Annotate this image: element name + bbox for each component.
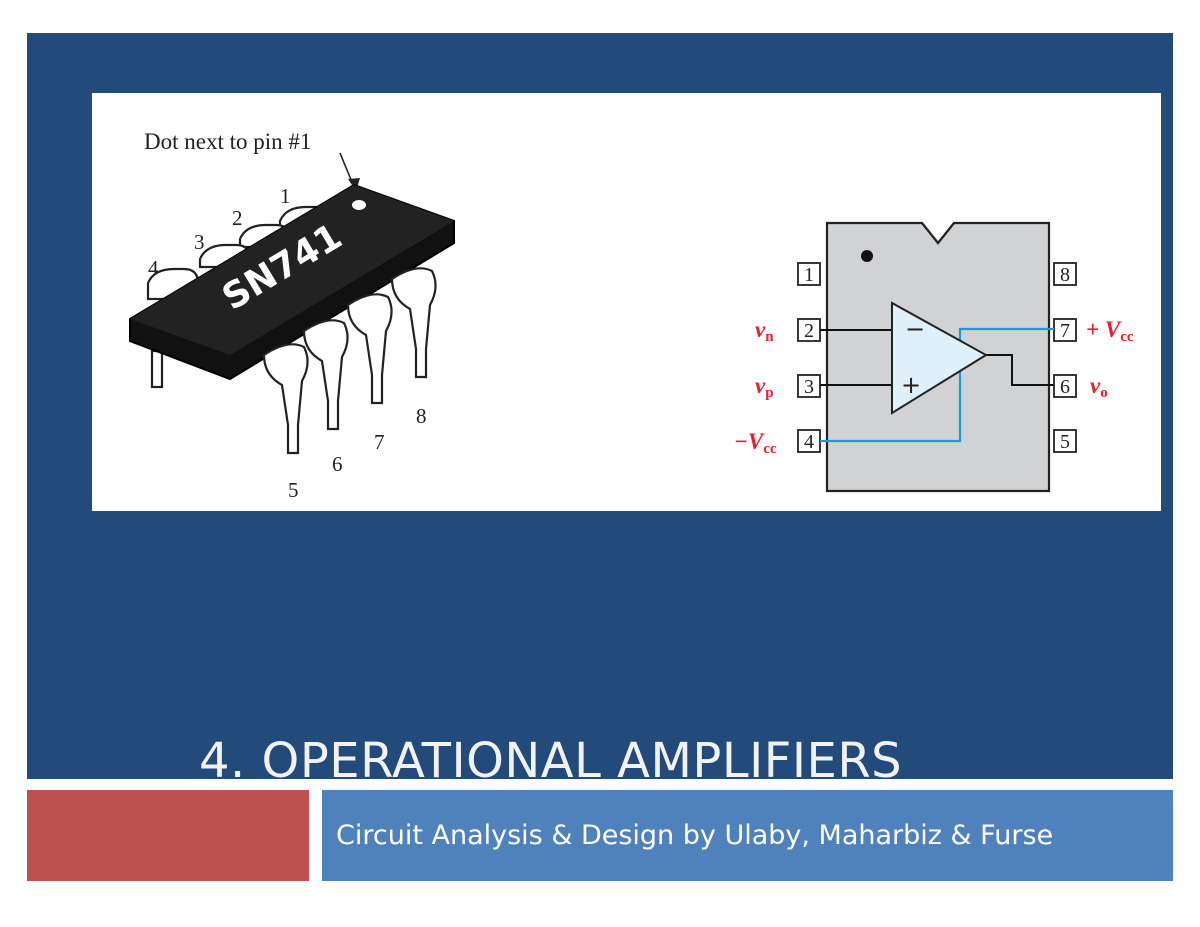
slide-title: 4. OPERATIONAL AMPLIFIERS [199, 733, 903, 789]
pin-number-5: 5 [1060, 431, 1070, 453]
slide-subtitle: Circuit Analysis & Design by Ulaby, Maha… [336, 820, 1054, 851]
pin1-callout-text: Dot next to pin #1 [144, 129, 311, 154]
pin-box-8 [1053, 262, 1077, 286]
chip-pin-number-8: 8 [416, 404, 427, 428]
label-vp: vp [755, 373, 774, 401]
front-pin-5 [262, 343, 309, 455]
pin1-dot [352, 200, 366, 210]
label-positive-vcc: + Vcc [1086, 317, 1134, 345]
wire-positive-supply [958, 327, 1054, 340]
sn741-chip-illustration: Dot next to pin #1 SN741 [129, 129, 455, 502]
chip-pin-number-3: 3 [194, 230, 205, 254]
pin-number-8: 8 [1060, 264, 1070, 286]
opamp-minus-sign: − [905, 315, 925, 343]
figure-svg: Dot next to pin #1 SN741 [129, 129, 1134, 502]
package-pin1-dot [861, 250, 873, 262]
title-block: Dot next to pin #1 SN741 [27, 33, 1173, 789]
label-negative-vcc: −Vcc [734, 429, 777, 457]
wire-negative-supply [820, 370, 962, 443]
pin-number-6: 6 [1060, 376, 1070, 398]
chip-pin-number-1: 1 [280, 184, 291, 208]
pin-box-1 [797, 262, 821, 286]
front-pin-7 [346, 293, 393, 405]
chip-top-face [130, 185, 454, 355]
opamp-pinout-diagram: 1 2 3 4 5 6 7 8 [734, 221, 1134, 493]
subtitle-bar: Circuit Analysis & Design by Ulaby, Maha… [322, 790, 1173, 881]
opamp-triangle [891, 301, 988, 415]
chip-pin-number-7: 7 [374, 430, 385, 454]
wire-output-pin6 [986, 354, 1054, 386]
package-notch [921, 222, 955, 245]
pin4-leg [150, 349, 164, 389]
pin-number-3: 3 [804, 376, 814, 398]
chip-pin-number-2: 2 [232, 206, 243, 230]
chip-pin-number-4: 4 [148, 256, 159, 280]
front-pin-8 [390, 267, 437, 379]
pin-number-7: 7 [1060, 320, 1070, 342]
chip-pin-number-5: 5 [288, 478, 299, 502]
front-pin-6 [302, 319, 349, 431]
label-vn: vn [755, 317, 774, 345]
chip-pin-number-6: 6 [332, 452, 343, 476]
label-vo: vo [1090, 373, 1108, 401]
pin-box-5 [1053, 429, 1077, 453]
accent-bar [27, 790, 309, 881]
pin-number-1: 1 [804, 264, 814, 286]
opamp-plus-sign: + [901, 371, 921, 399]
pin-number-2: 2 [804, 320, 814, 342]
pin-number-4: 4 [804, 431, 814, 453]
figure-panel: Dot next to pin #1 SN741 [92, 93, 1161, 511]
